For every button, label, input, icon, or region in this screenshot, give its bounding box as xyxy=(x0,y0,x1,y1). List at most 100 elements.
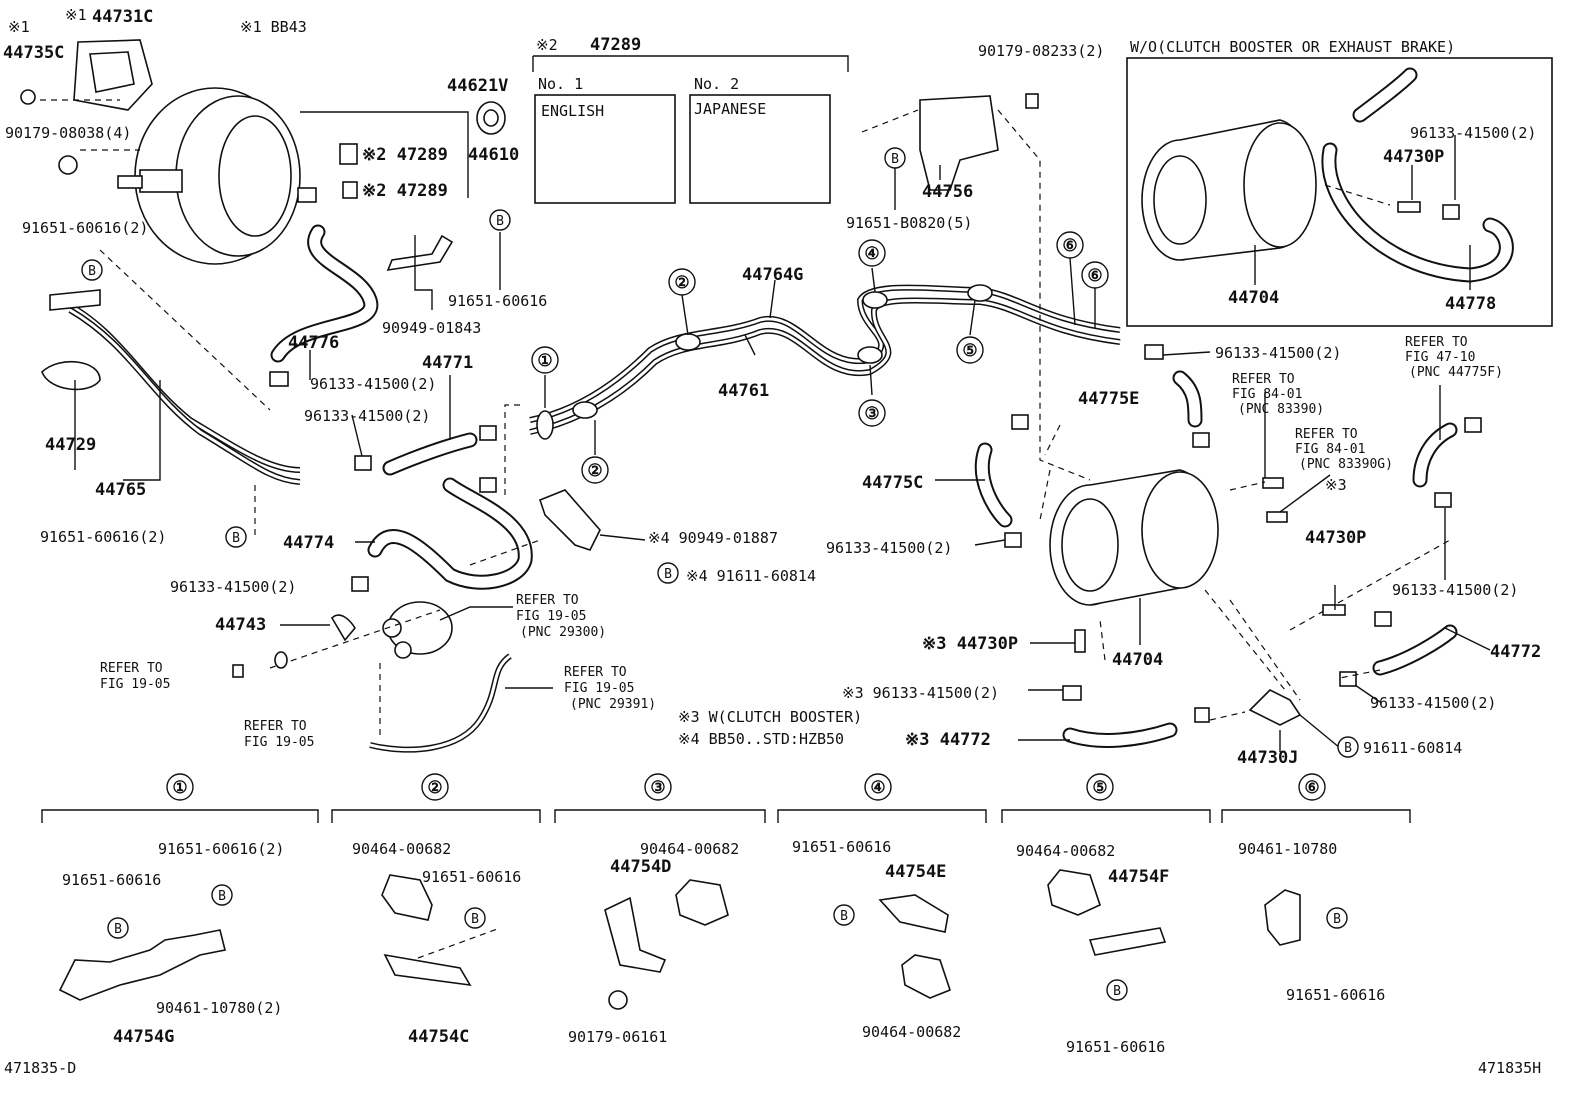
svg-text:B: B xyxy=(1344,741,1352,756)
d4-label-b: 90464-00682 xyxy=(862,1023,961,1041)
bolt-marker: B xyxy=(225,526,247,548)
pipe-44765 xyxy=(58,297,301,485)
inset-label-44704: 44704 xyxy=(1228,288,1279,308)
refer-1b: FIG 19-05 xyxy=(100,677,170,692)
svg-text:②: ② xyxy=(674,273,689,293)
leader-lines xyxy=(74,135,1491,752)
label-91651-B0820: 91651-B0820(5) xyxy=(846,214,972,232)
label-47289-b xyxy=(342,181,358,199)
d1-label-c: 90461-10780(2) xyxy=(156,999,282,1017)
detail-brackets xyxy=(41,809,1411,1010)
label-44774: 44774 xyxy=(283,533,334,553)
bolt-marker: B xyxy=(884,147,906,169)
label-47289-box: 47289 xyxy=(590,35,641,55)
bolt-marker: B xyxy=(107,917,129,939)
svg-text:B: B xyxy=(664,567,672,582)
detail-callout-5: ⑤ xyxy=(1086,773,1114,801)
vacuum-pump xyxy=(382,601,453,659)
label-44771: 44771 xyxy=(422,353,473,373)
label-91611-60814b: 91611-60814 xyxy=(1363,739,1462,757)
label-44730P: 44730P xyxy=(1305,528,1366,548)
note-bb43: ※1 BB43 xyxy=(240,18,307,36)
refer-6b: FIG 84-01 xyxy=(1295,442,1365,457)
d5-label-main: 44754F xyxy=(1108,867,1169,887)
svg-text:⑥: ⑥ xyxy=(1304,778,1319,798)
d1-label-a: 91651-60616(2) xyxy=(158,840,284,858)
label-no2: No. 2 xyxy=(694,75,739,93)
label-44772: 44772 xyxy=(1490,642,1541,662)
d2-label-main: 44754C xyxy=(408,1027,469,1047)
nut-90179-08038 xyxy=(58,155,78,175)
d4-label-a: 91651-60616 xyxy=(792,838,891,856)
inset-label-96133: 96133-41500(2) xyxy=(1410,124,1536,142)
refer-7c: (PNC 44775F) xyxy=(1409,365,1503,380)
refer-7b: FIG 47-10 xyxy=(1405,350,1475,365)
svg-text:⑤: ⑤ xyxy=(1092,778,1107,798)
label-91651-60616a: 91651-60616 xyxy=(448,292,547,310)
label-no1: No. 1 xyxy=(538,75,583,93)
refer-3a: REFER TO xyxy=(516,593,579,608)
bolt-marker: B xyxy=(1337,736,1359,758)
refer-6c: (PNC 83390G) xyxy=(1299,457,1393,472)
svg-text:B: B xyxy=(471,912,479,927)
refer-5a: REFER TO xyxy=(1232,372,1295,387)
svg-text:B: B xyxy=(1333,912,1341,927)
svg-text:①: ① xyxy=(172,778,187,798)
d1-label-b: 91651-60616 xyxy=(62,871,161,889)
label-96133-h: 96133-41500(2) xyxy=(1392,581,1518,599)
d2-label-a: 90464-00682 xyxy=(352,840,451,858)
inset-label-44730P: 44730P xyxy=(1383,147,1444,167)
callout-3: ③ xyxy=(858,399,886,427)
note-3: ※3 W(CLUTCH BOOSTER) xyxy=(678,708,862,726)
svg-text:B: B xyxy=(840,909,848,924)
d3-label-a: 90464-00682 xyxy=(640,840,739,858)
label-47289-a: ※2 47289 xyxy=(362,145,448,165)
detail-callout-2: ② xyxy=(421,773,449,801)
nut-44735C xyxy=(20,89,36,105)
pipe-44761 xyxy=(529,284,1121,435)
svg-text:B: B xyxy=(891,152,899,167)
inset-label-44778: 44778 xyxy=(1445,294,1496,314)
d4-label-main: 44754E xyxy=(885,862,946,882)
bolt-marker: B xyxy=(1106,979,1128,1001)
label-44621V: 44621V xyxy=(447,76,508,96)
label-90949-01843: 90949-01843 xyxy=(382,319,481,337)
footer-code-left: 471835-D xyxy=(4,1059,76,1077)
label-91651-60616-2a: 91651-60616(2) xyxy=(22,219,148,237)
bolt-marker: B xyxy=(1326,907,1348,929)
refer-4b: FIG 19-05 xyxy=(564,681,634,696)
label-90179-08038: 90179-08038(4) xyxy=(5,124,131,142)
brake-booster xyxy=(117,87,301,265)
bolt-marker: B xyxy=(657,562,679,584)
plate-44729 xyxy=(41,360,101,391)
svg-text:②: ② xyxy=(427,778,442,798)
label-44743: 44743 xyxy=(215,615,266,635)
svg-text:B: B xyxy=(218,889,226,904)
note-mark-3: ※3 xyxy=(1325,476,1347,494)
cover-44731C xyxy=(73,39,153,111)
label-96133-f: ※3 96133-41500(2) xyxy=(842,684,999,702)
inset-without-booster xyxy=(1126,57,1553,327)
label-96133-g: 96133-41500(2) xyxy=(1370,694,1496,712)
svg-text:B: B xyxy=(232,531,240,546)
svg-text:B: B xyxy=(88,264,96,279)
d5-label-a: 90464-00682 xyxy=(1016,842,1115,860)
refer-5b: FIG 84-01 xyxy=(1232,387,1302,402)
d1-label-main: 44754G xyxy=(113,1027,174,1047)
label-44772-3: ※3 44772 xyxy=(905,730,991,750)
seal-44621V xyxy=(476,101,506,135)
label-90179-08233: 90179-08233(2) xyxy=(978,42,1104,60)
callout-5: ⑤ xyxy=(956,336,984,364)
label-japanese: JAPANESE xyxy=(694,100,766,118)
label-91651-60616-2b: 91651-60616(2) xyxy=(40,528,166,546)
bolt-marker: B xyxy=(489,209,511,231)
bolt-marker: B xyxy=(81,259,103,281)
refer-6a: REFER TO xyxy=(1295,427,1358,442)
detail-callout-1: ① xyxy=(166,773,194,801)
refer-5c: (PNC 83390) xyxy=(1238,402,1324,417)
refer-7a: REFER TO xyxy=(1405,335,1468,350)
svg-text:⑥: ⑥ xyxy=(1062,236,1077,256)
d5-label-b: 91651-60616 xyxy=(1066,1038,1165,1056)
svg-text:①: ① xyxy=(537,351,552,371)
